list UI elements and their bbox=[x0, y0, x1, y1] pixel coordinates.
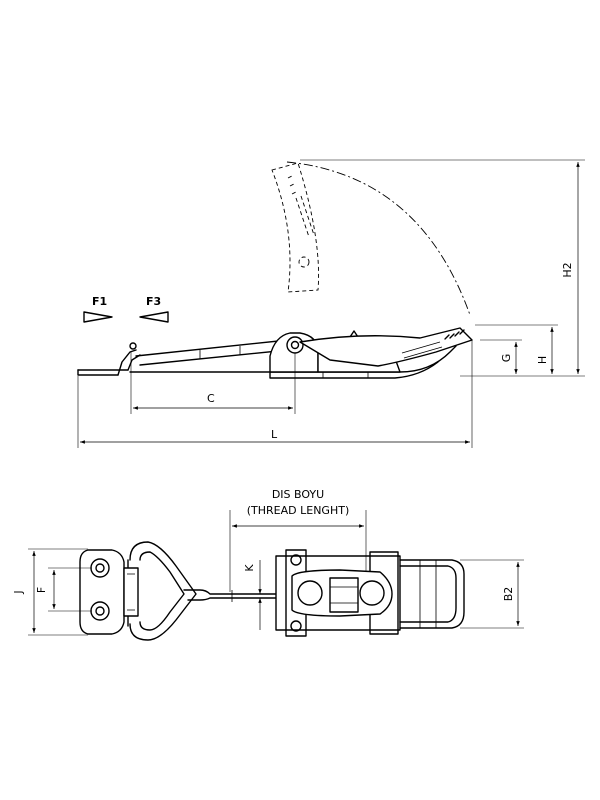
dim-g: G bbox=[480, 339, 522, 374]
dim-g-label: G bbox=[500, 354, 513, 363]
dim-c-label: C bbox=[207, 392, 215, 405]
top-view: DIS BOYU (THREAD LENGHT) J F K bbox=[12, 488, 524, 641]
dim-h2-label: H2 bbox=[561, 262, 574, 277]
force-f1: F1 bbox=[83, 295, 113, 323]
draw-rod bbox=[135, 339, 289, 366]
dim-b2-label: B2 bbox=[502, 587, 515, 602]
dim-f-label: F bbox=[35, 587, 48, 593]
side-view: F1 F3 H2 G H C bbox=[77, 159, 585, 448]
dim-j-label: J bbox=[12, 590, 25, 594]
top-body bbox=[275, 549, 465, 637]
handle-open-position bbox=[271, 162, 320, 293]
dim-j: J bbox=[12, 548, 88, 636]
dim-l-label: L bbox=[271, 428, 278, 441]
dim-c: C bbox=[130, 352, 296, 414]
dim-thread-label-tr: DIS BOYU bbox=[272, 488, 324, 501]
force-f3: F3 bbox=[139, 295, 169, 323]
handle-closed bbox=[299, 327, 473, 367]
dim-k: K bbox=[243, 560, 266, 630]
dim-h: H bbox=[475, 324, 558, 374]
force-f3-label: F3 bbox=[146, 295, 161, 308]
handle-swing-arc bbox=[286, 161, 471, 316]
top-rod bbox=[183, 589, 277, 602]
dim-h2: H2 bbox=[300, 159, 585, 377]
dim-k-label: K bbox=[243, 564, 256, 572]
dim-b2: B2 bbox=[460, 559, 524, 629]
force-f1-label: F1 bbox=[92, 295, 107, 308]
hook-loop bbox=[123, 541, 197, 641]
dim-thread-length: DIS BOYU (THREAD LENGHT) bbox=[229, 488, 367, 592]
hook bbox=[117, 342, 141, 376]
hook-plate bbox=[79, 549, 125, 635]
dim-thread-label-en: (THREAD LENGHT) bbox=[247, 504, 349, 517]
dim-f: F bbox=[35, 567, 92, 612]
dim-l: L bbox=[77, 340, 473, 448]
dim-h-label: H bbox=[536, 356, 549, 364]
